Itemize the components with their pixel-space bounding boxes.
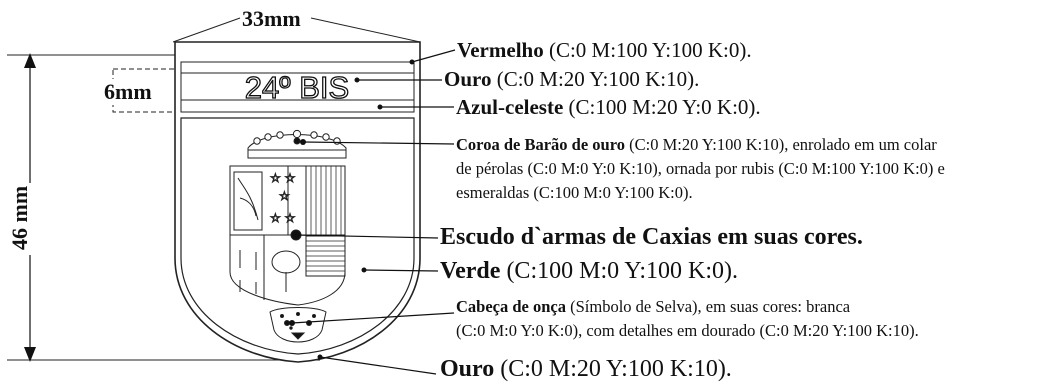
width-dimension	[172, 17, 421, 43]
crown	[247, 129, 347, 159]
svg-text:☆ ☆: ☆ ☆	[270, 211, 295, 225]
callout-azul-celeste: Azul-celeste (C:100 M:20 Y:0 K:0).	[456, 95, 761, 119]
callout-vermelho: Vermelho (C:0 M:100 Y:100 K:0).	[457, 38, 752, 62]
leader-lines	[291, 49, 456, 375]
callout-coroa-line2: de pérolas (C:0 M:0 Y:0 K:10), ornada po…	[456, 159, 945, 178]
leader-dots	[289, 59, 415, 360]
height-dimension	[7, 53, 320, 362]
callout-ouro-band: Ouro (C:0 M:20 Y:100 K:10).	[444, 67, 700, 91]
badge-text: 24º BIS	[245, 70, 349, 105]
height-label: 46 mm	[7, 185, 32, 250]
jaguar-head	[269, 307, 327, 343]
callout-onca-line2: (C:0 M:0 Y:0 K:0), com detalhes em doura…	[456, 321, 919, 340]
callout-ouro-border: Ouro (C:0 M:20 Y:100 K:10).	[440, 356, 732, 382]
callout-verde: Verde (C:100 M:0 Y:100 K:0).	[440, 258, 739, 284]
svg-text:☆: ☆	[279, 189, 290, 203]
callout-coroa-line3: esmeraldas (C:100 M:0 Y:100 K:0).	[456, 183, 693, 202]
coat-of-arms: ☆ ☆ ☆ ☆ ☆	[229, 165, 346, 306]
width-label: 33mm	[242, 6, 301, 31]
callout-coroa-line1: Coroa de Barão de ouro (C:0 M:20 Y:100 K…	[456, 135, 937, 154]
band-label: 6mm	[104, 79, 152, 105]
svg-text:☆ ☆: ☆ ☆	[270, 171, 295, 185]
callout-onca-line1: Cabeça de onça (Símbolo de Selva), em su…	[456, 297, 851, 316]
callout-escudo: Escudo d`armas de Caxias em suas cores.	[440, 224, 863, 250]
